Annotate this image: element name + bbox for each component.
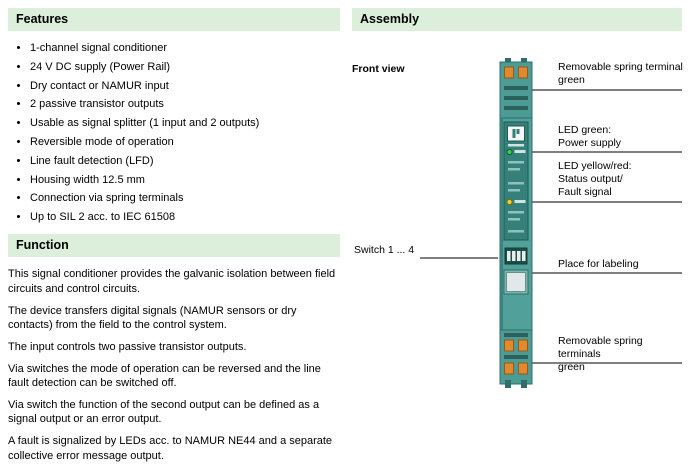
- brand-logo: [507, 125, 525, 142]
- feature-item: Dry contact or NAMUR input: [30, 79, 340, 93]
- feature-item: Line fault detection (LFD): [30, 154, 340, 168]
- callout-top-terminal: Removable spring terminal green: [558, 61, 683, 87]
- device-front-view: [499, 58, 533, 388]
- led-text-line: [514, 200, 526, 203]
- bottom-terminal-screw-orange: [504, 339, 514, 352]
- top-terminal-screw-orange: [504, 66, 514, 79]
- callout-led-yellow-red: LED yellow/red: Status output/ Fault sig…: [558, 160, 632, 199]
- function-paragraph: The device transfers digital signals (NA…: [8, 304, 297, 332]
- panel-text-line: [508, 182, 524, 185]
- feature-item: 2 passive transistor outputs: [30, 97, 340, 111]
- dip-switch: [522, 251, 526, 261]
- top-terminal-slot: [504, 86, 528, 90]
- function-header: Function: [8, 234, 340, 258]
- bottom-terminal-slot: [504, 355, 528, 359]
- top-terminal-slot: [504, 96, 528, 100]
- feature-item: 1-channel signal conditioner: [30, 41, 340, 55]
- function-paragraph: This signal conditioner provides the gal…: [8, 268, 336, 296]
- labeling-window: [506, 272, 526, 292]
- function-paragraph: Via switches the mode of operation can b…: [8, 362, 321, 390]
- model-text-line: [508, 144, 524, 147]
- top-terminal-screw-orange: [518, 66, 528, 79]
- bottom-terminal-screw-orange: [518, 339, 528, 352]
- bottom-terminal-screw-orange: [518, 362, 528, 375]
- top-terminal-slot: [504, 106, 528, 110]
- panel-text-line: [508, 211, 524, 214]
- feature-item: Housing width 12.5 mm: [30, 173, 340, 187]
- callout-bottom-terminals: Removable spring terminals green: [558, 335, 643, 374]
- feature-item: Connection via spring terminals: [30, 191, 340, 205]
- left-column: Features 1-channel signal conditioner 24…: [8, 8, 340, 470]
- function-text: This signal conditioner provides the gal…: [8, 267, 340, 463]
- dip-switch: [507, 251, 511, 261]
- device-bottom-tab: [505, 380, 511, 388]
- feature-item: Usable as signal splitter (1 input and 2…: [30, 116, 340, 130]
- features-header: Features: [8, 8, 340, 31]
- led-text-line: [514, 150, 526, 153]
- right-column: Assembly: [352, 8, 683, 444]
- dip-switch: [512, 251, 516, 261]
- panel-text-line: [508, 168, 520, 171]
- brand-logo-mark: [516, 129, 520, 134]
- power-led-green: [506, 148, 513, 156]
- callout-leader-lines: [420, 89, 682, 364]
- panel-text-line: [508, 189, 520, 192]
- status-led-yellow-red: [506, 198, 513, 206]
- switch-callout-label: Switch 1 ... 4: [354, 244, 415, 256]
- bottom-terminal-slot: [504, 333, 528, 337]
- assembly-diagram: Front view Switch 1 ... 4 Removable spri…: [352, 33, 683, 439]
- front-view-label: Front view: [352, 63, 405, 75]
- panel-text-line: [508, 218, 520, 221]
- brand-logo-mark: [512, 129, 516, 138]
- dip-switch: [517, 251, 521, 261]
- feature-item: Reversible mode of operation: [30, 135, 340, 149]
- feature-item: Up to SIL 2 acc. to IEC 61508: [30, 210, 340, 224]
- device-bottom-tab: [521, 380, 527, 388]
- panel-text-line: [508, 230, 524, 233]
- feature-item: 24 V DC supply (Power Rail): [30, 60, 340, 74]
- panel-text-line: [508, 161, 524, 164]
- function-paragraph: The input controls two passive transisto…: [8, 340, 247, 353]
- features-list: 1-channel signal conditioner 24 V DC sup…: [8, 41, 340, 224]
- device-housing-shade: [500, 118, 503, 330]
- function-paragraph: Via switch the function of the second ou…: [8, 398, 320, 426]
- bottom-terminal-screw-orange: [504, 362, 514, 375]
- callout-led-green: LED green: Power supply: [558, 124, 622, 150]
- assembly-header: Assembly: [352, 8, 682, 31]
- callout-place-for-labeling: Place for labeling: [558, 258, 639, 270]
